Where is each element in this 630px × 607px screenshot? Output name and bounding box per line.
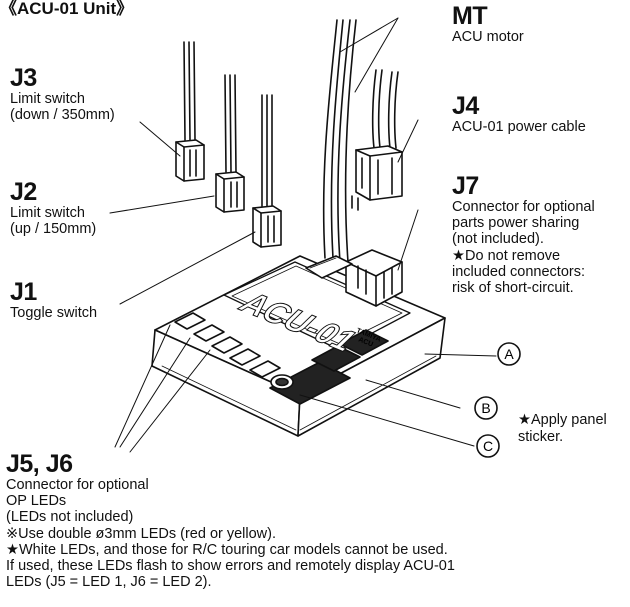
marker-c-letter: C bbox=[483, 438, 493, 454]
label-j5-j6-code: J5, J6 bbox=[6, 452, 455, 477]
j1-cable bbox=[253, 95, 281, 247]
label-j3: J3 Limit switch (down / 350mm) bbox=[10, 66, 115, 123]
label-j4-desc1: ACU-01 power cable bbox=[452, 119, 586, 135]
sticker-note: ★Apply panel sticker. bbox=[518, 412, 607, 445]
j3-cable bbox=[176, 42, 204, 181]
label-j7-code: J7 bbox=[452, 174, 595, 199]
label-mt-desc: ACU motor bbox=[452, 29, 524, 45]
label-j7-line: (not included). bbox=[452, 231, 595, 247]
label-j4-code: J4 bbox=[452, 94, 586, 119]
label-j5-j6-line: (LEDs not included) bbox=[6, 509, 455, 525]
label-j7-line: risk of short-circuit. bbox=[452, 280, 595, 296]
label-j5-j6-line: ★White LEDs, and those for R/C touring c… bbox=[6, 542, 455, 558]
label-j1-desc1: Toggle switch bbox=[10, 305, 97, 321]
label-j7-line: ★Do not remove bbox=[452, 248, 595, 264]
acu-unit-body bbox=[152, 250, 445, 436]
label-j5-j6: J5, J6 Connector for optional OP LEDs (L… bbox=[6, 452, 455, 591]
label-j3-code: J3 bbox=[10, 66, 115, 91]
label-j2: J2 Limit switch (up / 150mm) bbox=[10, 180, 96, 237]
label-j7-line: parts power sharing bbox=[452, 215, 595, 231]
label-j1-code: J1 bbox=[10, 280, 97, 305]
label-j5-j6-line: If used, these LEDs flash to show errors… bbox=[6, 558, 455, 574]
marker-a-letter: A bbox=[504, 346, 514, 362]
label-j5-j6-line: LEDs (J5 = LED 1, J6 = LED 2). bbox=[6, 574, 455, 590]
sticker-note-line: sticker. bbox=[518, 429, 607, 446]
marker-b-letter: B bbox=[481, 400, 490, 416]
motor-cable bbox=[324, 20, 356, 262]
label-j2-desc2: (up / 150mm) bbox=[10, 221, 96, 237]
label-j5-j6-line: OP LEDs bbox=[6, 493, 455, 509]
label-mt: MT ACU motor bbox=[452, 4, 524, 45]
sticker-note-line: ★Apply panel bbox=[518, 412, 607, 429]
j4-power-cable bbox=[352, 70, 402, 210]
label-j4: J4 ACU-01 power cable bbox=[452, 94, 586, 135]
label-j3-desc1: Limit switch bbox=[10, 91, 115, 107]
label-j7-line: included connectors: bbox=[452, 264, 595, 280]
j2-cable bbox=[216, 75, 244, 212]
label-j3-desc2: (down / 350mm) bbox=[10, 107, 115, 123]
label-j2-desc1: Limit switch bbox=[10, 205, 96, 221]
label-j7: J7 Connector for optional parts power sh… bbox=[452, 174, 595, 296]
page-title: 《ACU-01 Unit》 bbox=[0, 0, 133, 19]
label-j5-j6-line: ※Use double ø3mm LEDs (red or yellow). bbox=[6, 526, 455, 542]
label-j7-line: Connector for optional bbox=[452, 199, 595, 215]
label-mt-code: MT bbox=[452, 4, 524, 29]
label-j2-code: J2 bbox=[10, 180, 96, 205]
label-j1: J1 Toggle switch bbox=[10, 280, 97, 321]
label-j5-j6-line: Connector for optional bbox=[6, 477, 455, 493]
